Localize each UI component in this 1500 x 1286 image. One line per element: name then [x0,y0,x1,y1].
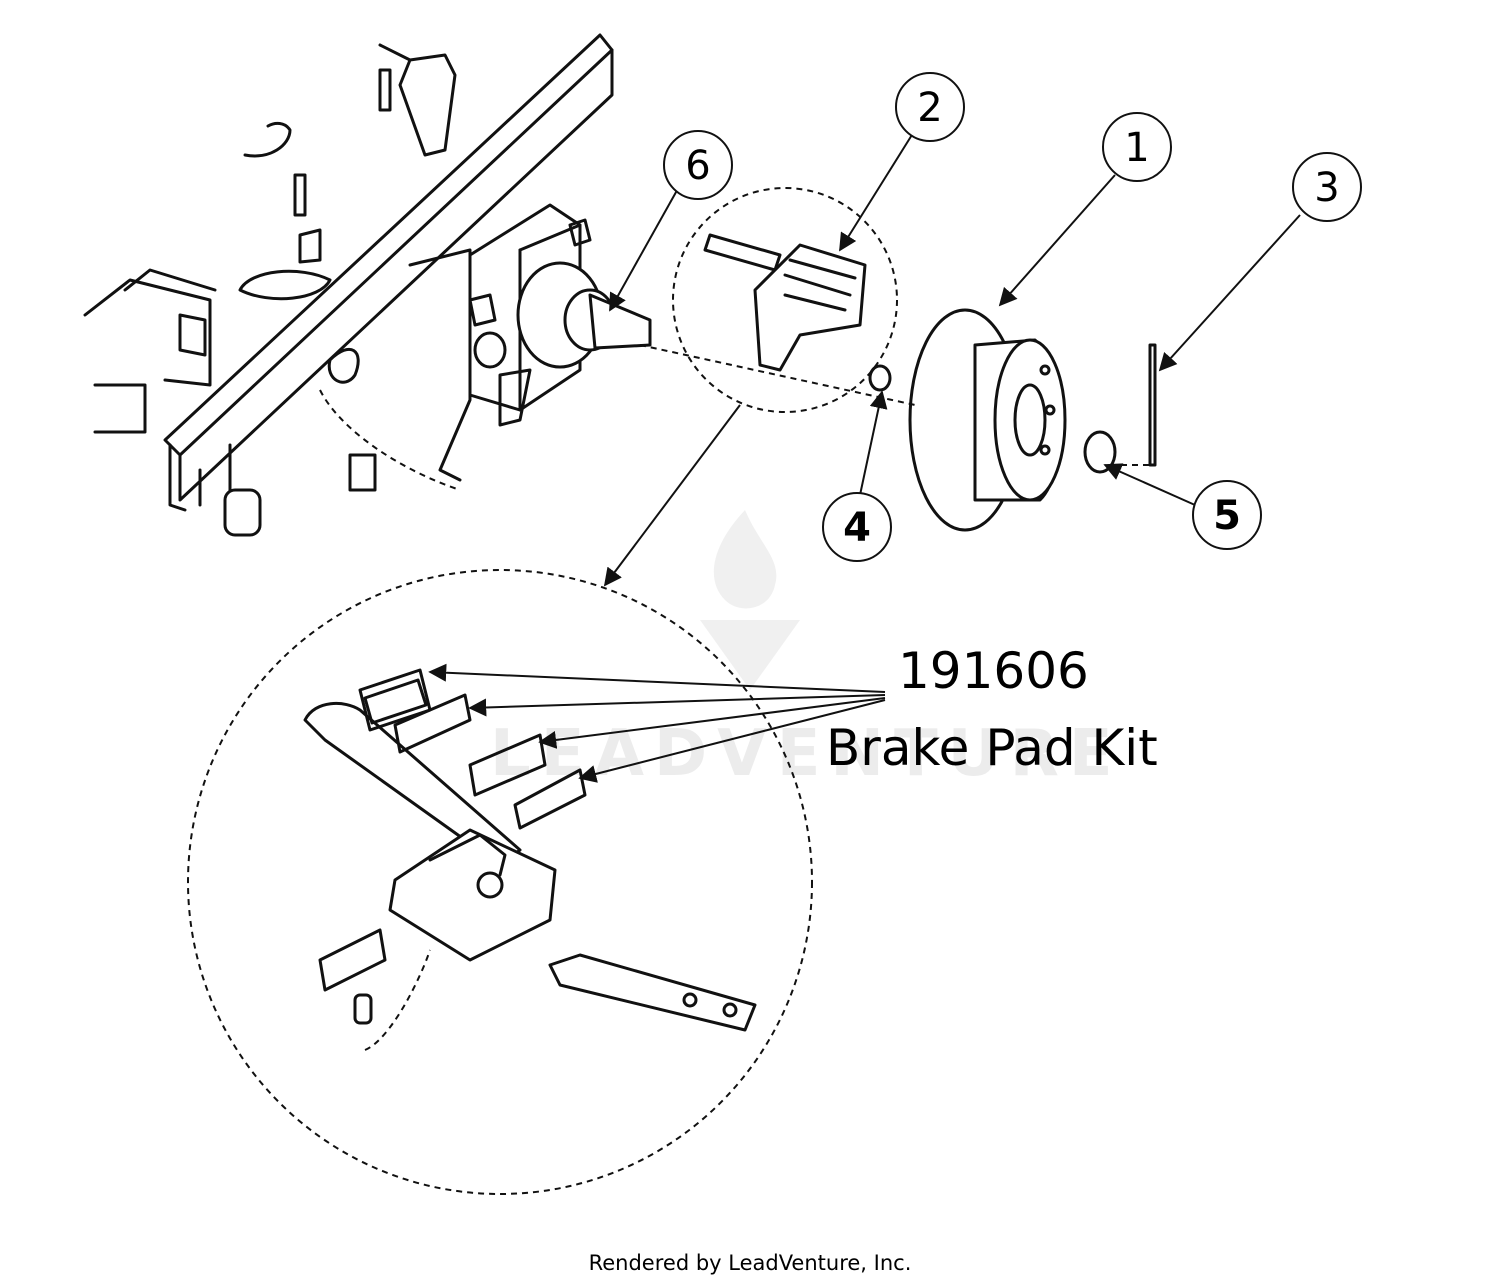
cotter-pin [1148,343,1157,467]
callout-1-label: 1 [1124,125,1149,171]
callout-6-label: 6 [685,143,710,189]
callout-4[interactable]: 4 [822,492,892,562]
kit-part-number: 191606 [898,642,1089,700]
assembly-lines [187,187,1156,1195]
brake-caliper [703,233,867,372]
callout-4-label: 4 [843,505,871,551]
transaxle-housing [468,203,652,427]
washer [868,364,892,392]
detail-inset [303,668,757,1051]
callout-3-label: 3 [1314,165,1339,211]
kit-name: Brake Pad Kit [826,719,1158,777]
brake-rotor [908,308,1067,532]
brake-pad-kit-label[interactable]: 191606 Brake Pad Kit [826,642,1158,777]
leader-lines [428,129,1301,783]
callout-6[interactable]: 6 [663,130,733,200]
callout-5[interactable]: 5 [1192,480,1262,550]
callout-1[interactable]: 1 [1102,112,1172,182]
callout-2[interactable]: 2 [895,72,965,142]
castle-nut [1083,430,1117,474]
frame-assembly [83,33,614,537]
callout-3[interactable]: 3 [1292,152,1362,222]
callout-5-label: 5 [1213,493,1241,539]
callout-2-label: 2 [917,85,942,131]
footer-credit: Rendered by LeadVenture, Inc. [589,1251,912,1275]
